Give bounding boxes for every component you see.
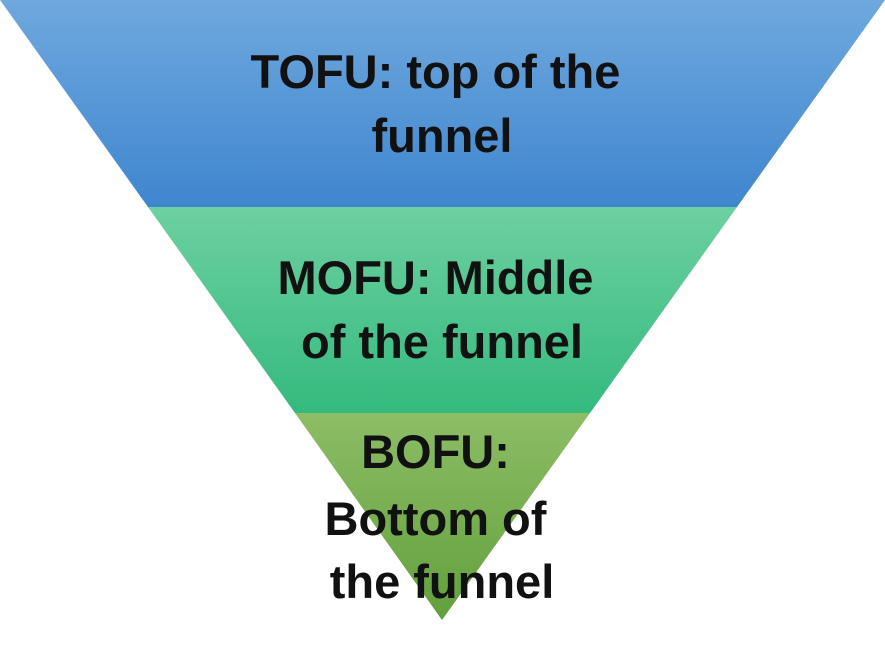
tofu-label: TOFU: top of the funnel [251,45,634,162]
mofu-label-line-2: of the funnel [301,315,583,368]
bofu-label: BOFU: Bottom of the funnel [325,425,560,608]
funnel-stage-tofu [0,0,885,207]
bofu-label-line-3: the funnel [330,555,555,608]
funnel-stage-mofu [148,207,737,413]
tofu-label-line-2: funnel [372,109,513,162]
bofu-label-line-1: BOFU: [361,425,510,478]
funnel-stage-bofu [295,413,590,620]
mofu-label-line-1: MOFU: Middle [278,251,594,304]
mofu-label: MOFU: Middle of the funnel [278,251,607,368]
bofu-label-line-2: Bottom of [325,492,547,545]
tofu-label-line-1: TOFU: top of the [251,45,621,98]
